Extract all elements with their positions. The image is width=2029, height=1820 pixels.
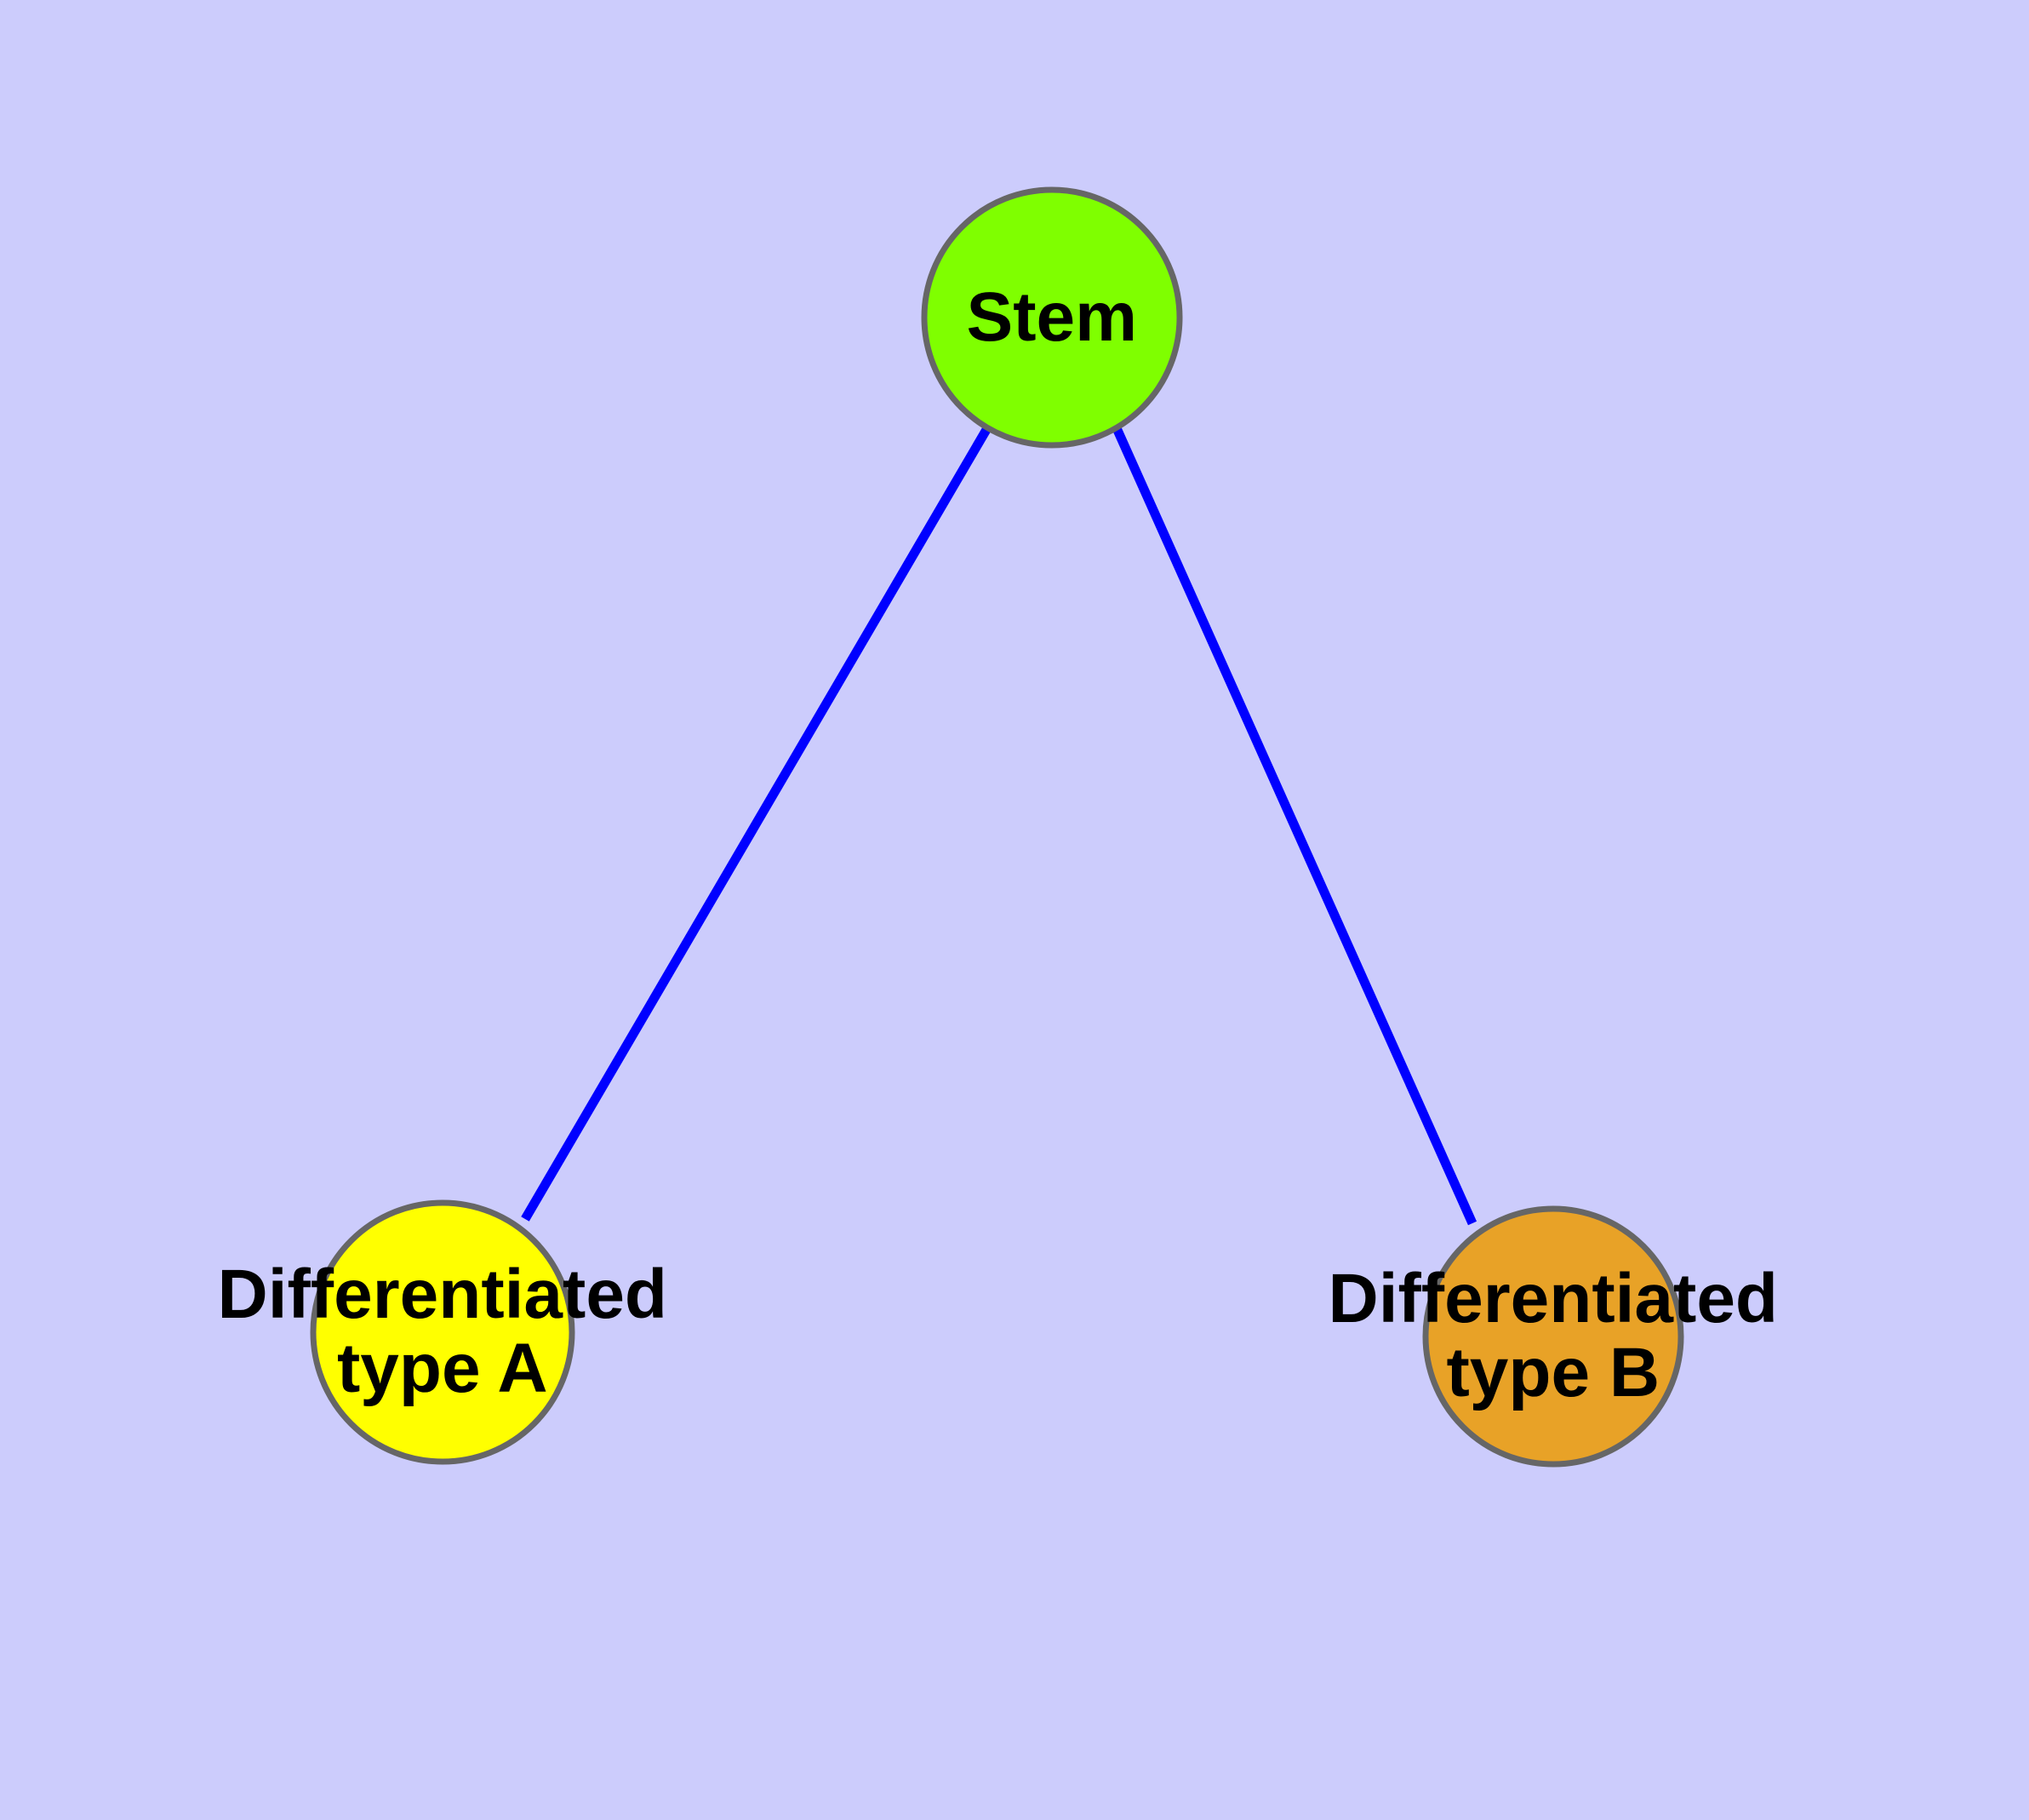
edge-stem-to-a[interactable] [521, 426, 992, 1222]
node-stem[interactable] [921, 186, 1183, 449]
node-diff-type-a[interactable] [310, 1199, 575, 1465]
edge-layer [521, 426, 1477, 1226]
edge-stem-to-b[interactable] [1112, 426, 1477, 1226]
node-layer [310, 186, 1684, 1468]
node-diff-type-b[interactable] [1422, 1205, 1684, 1468]
